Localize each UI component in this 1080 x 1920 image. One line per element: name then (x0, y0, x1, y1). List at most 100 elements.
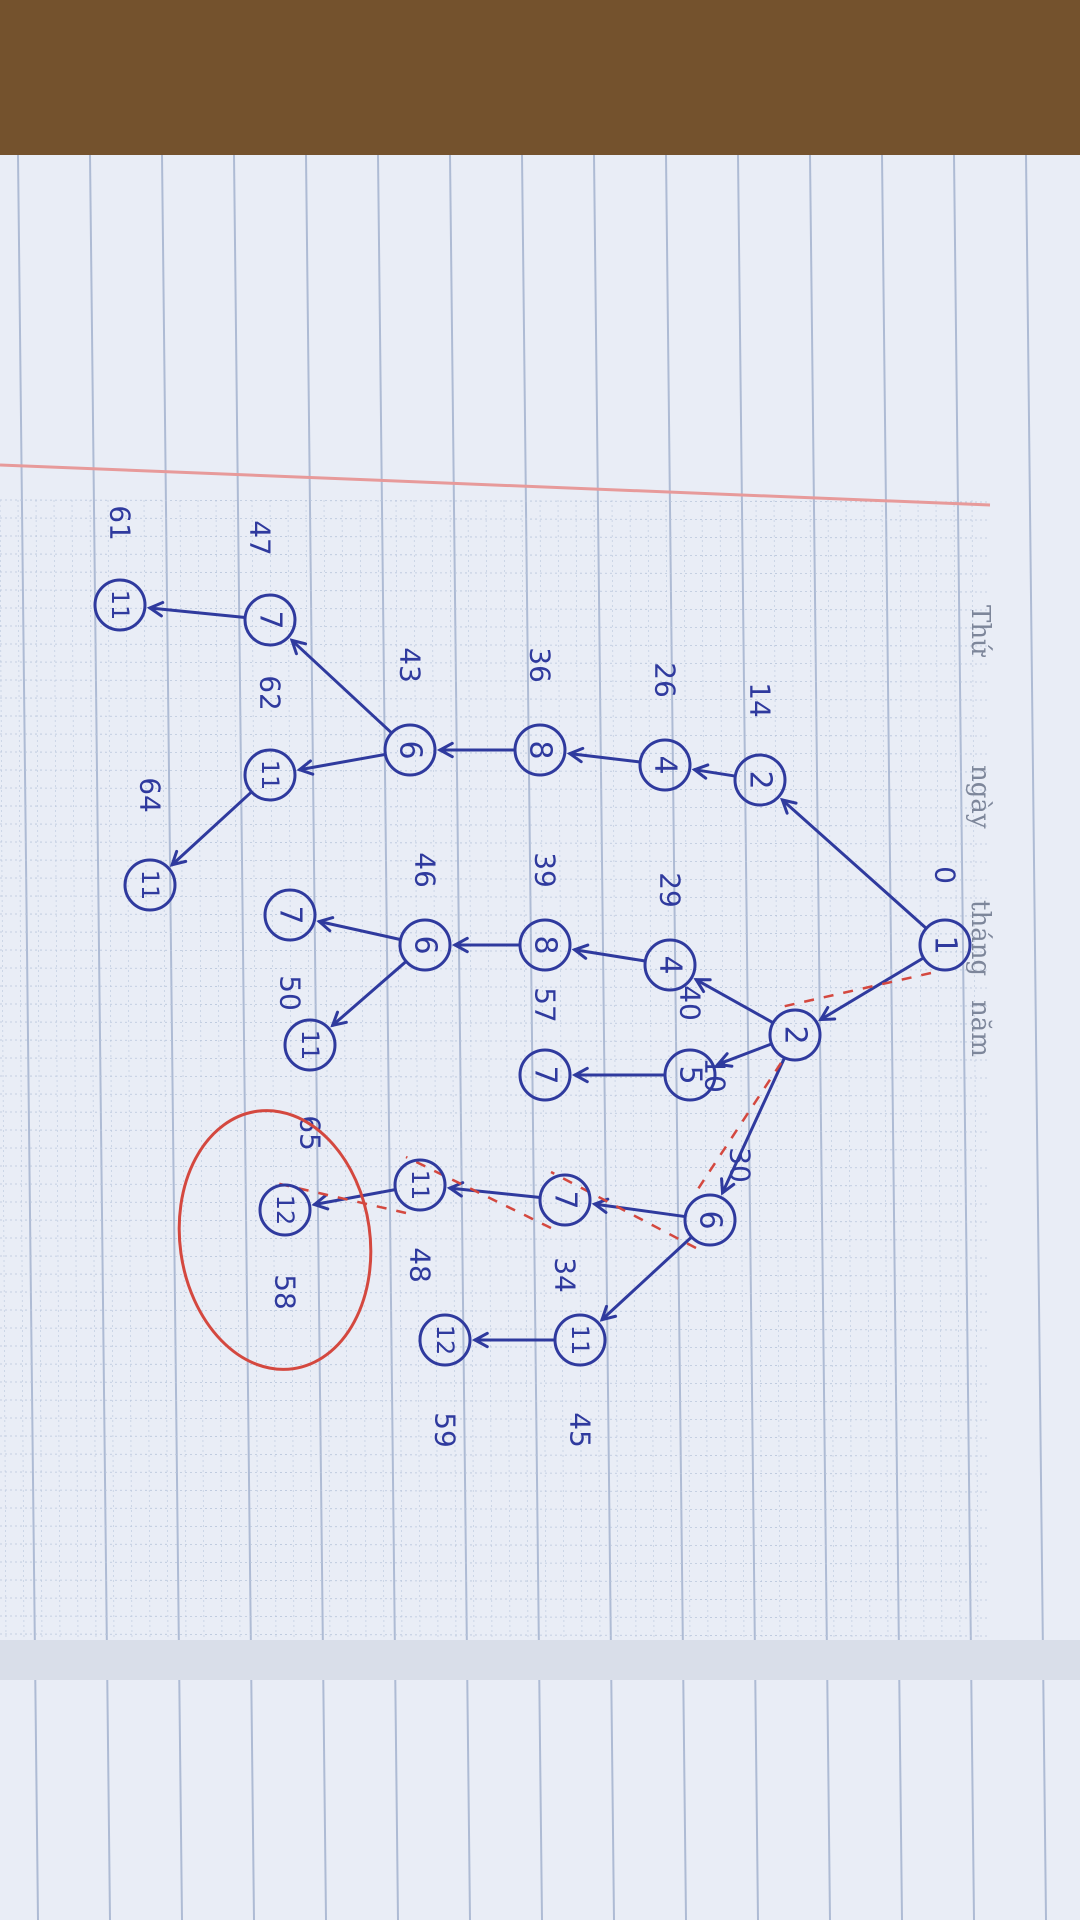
tree-node: 630 (683, 1147, 757, 1247)
grid-line (0, 1057, 991, 1061)
node-cost-label: 57 (529, 987, 562, 1023)
grid-line (107, 499, 115, 1641)
highlight-segment (405, 1155, 552, 1230)
tree-node: 214 (733, 682, 787, 807)
node-circle (93, 578, 147, 632)
edge-arrowhead (571, 1066, 589, 1084)
tree-edge (600, 1236, 693, 1322)
tree-node: 210 (699, 1008, 822, 1093)
edge-arrowhead (289, 638, 308, 656)
node-cost-label: 48 (404, 1247, 437, 1283)
goal-ring (177, 1109, 373, 1371)
grid-line (0, 1543, 991, 1547)
grid-line (971, 499, 979, 1641)
grid-line (521, 499, 529, 1641)
node-label: 8 (523, 740, 558, 759)
grid-line (539, 499, 547, 1641)
grid-line (0, 625, 991, 629)
grid-line (0, 1363, 991, 1367)
tree-edge (819, 956, 925, 1022)
tree-node: 750 (263, 888, 317, 1011)
node-circle (283, 1018, 337, 1072)
tree-node: 646 (398, 852, 452, 972)
edge-arrowhead (296, 759, 315, 776)
node-label: 11 (106, 590, 134, 621)
grid-line (0, 949, 991, 953)
tree-edge (317, 920, 402, 941)
grid-line (0, 769, 991, 773)
tree-node: 734 (538, 1173, 592, 1293)
ruling-line (521, 154, 543, 1920)
page-fold (0, 1640, 1080, 1680)
grid-line (719, 499, 727, 1641)
grid-line (0, 499, 7, 1641)
grid-line (0, 1021, 991, 1025)
node-label: 12 (431, 1325, 459, 1356)
node-circle (123, 858, 177, 912)
tree-edge (170, 791, 253, 867)
node-circle (383, 723, 437, 777)
node-label: 1 (928, 935, 963, 954)
tree-edge (573, 948, 646, 963)
header-nam: năm (965, 1000, 995, 1057)
grid-line (0, 823, 991, 827)
page-sheet (0, 155, 1080, 1920)
node-cost-label: 61 (104, 505, 137, 541)
ruling-line (593, 154, 615, 1920)
node-cost-label: 47 (244, 520, 277, 556)
grid-line (611, 499, 619, 1641)
tree-node: 10 (918, 866, 972, 972)
grid-line (809, 499, 817, 1641)
node-label: 11 (296, 1030, 324, 1061)
node-label: 11 (136, 870, 164, 901)
highlighted-path (270, 971, 932, 1250)
ruling-line (233, 154, 255, 1920)
node-label: 7 (528, 1065, 563, 1084)
grid-line (0, 1471, 991, 1475)
grid-line (557, 499, 565, 1641)
grid-line (0, 1597, 991, 1601)
grid-line (683, 499, 691, 1641)
grid-line (341, 499, 349, 1641)
header-ngay: ngày (965, 765, 995, 829)
grid-line (0, 967, 991, 971)
node-circle (663, 1048, 717, 1102)
tree-node: 839 (518, 852, 572, 972)
node-circle (553, 1313, 607, 1367)
grid-line (0, 841, 991, 845)
grid-line (395, 499, 403, 1641)
node-label: 11 (566, 1325, 594, 1356)
grid-line (215, 499, 223, 1641)
grid-line (0, 1183, 991, 1187)
node-circle (643, 938, 697, 992)
grid-line (0, 1525, 991, 1529)
tree-edge (148, 606, 246, 619)
node-label: 7 (273, 905, 308, 924)
edge-arrowhead (566, 746, 585, 764)
grid-line (431, 499, 439, 1641)
tree-node: 429 (643, 872, 697, 992)
node-circle (518, 918, 572, 972)
grid-line (0, 1129, 991, 1133)
margin-line (0, 463, 991, 507)
grid-line (899, 499, 907, 1641)
grid-line (0, 571, 991, 575)
node-circle (418, 1313, 472, 1367)
tree-edge (290, 638, 393, 734)
grid-line (0, 643, 991, 647)
grid-line (0, 1435, 991, 1439)
edge-arrowhead (451, 936, 469, 954)
grid-line (737, 499, 745, 1641)
node-cost-label: 40 (674, 985, 707, 1021)
grid-line (845, 499, 853, 1641)
grid-line (0, 859, 991, 863)
node-label: 11 (256, 760, 284, 791)
tree-edge (312, 1188, 396, 1207)
node-label: 6 (693, 1210, 728, 1229)
grid-line (0, 1291, 991, 1295)
edge-arrowhead (693, 978, 712, 994)
tree-edge (694, 978, 774, 1024)
